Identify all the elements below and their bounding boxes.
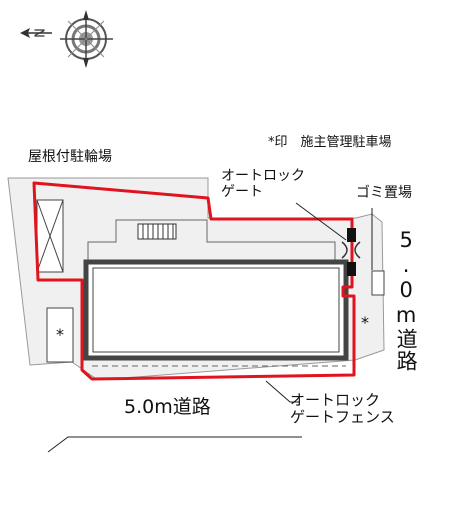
owner-parking-space-west	[46, 307, 74, 363]
auto-lock-gate-icon	[341, 228, 361, 276]
label-auto-lock-gate-fence: オートロック ゲートフェンス	[290, 391, 395, 427]
fence-leader-line	[265, 380, 300, 403]
north-arrow-icon	[20, 28, 52, 38]
label-road-south: 5.0m道路	[124, 396, 211, 418]
label-covered-bicycle-parking: 屋根付駐輪場	[28, 149, 112, 165]
compass-north-letter: N	[34, 28, 49, 38]
bicycle-parking-box	[36, 199, 64, 273]
label-garbage-area: ゴミ置場	[356, 185, 412, 201]
parking-mark-east: *	[361, 313, 369, 332]
legend-owner-parking: *印 施主管理駐車場	[268, 135, 392, 150]
label-road-east: 5.0m道路	[394, 228, 419, 372]
auto-lock-fence-boundary	[32, 181, 356, 381]
garbage-box	[371, 270, 385, 296]
label-auto-lock-gate: オートロック ゲート	[221, 168, 305, 201]
parking-mark-west: *	[56, 325, 64, 344]
road-edge-line	[47, 436, 302, 453]
stair-vent-icon	[137, 223, 177, 240]
building-inner-outline	[92, 267, 340, 353]
compass-rose-icon	[60, 10, 113, 68]
compass: N	[20, 10, 113, 68]
gate-leader-line	[295, 202, 347, 241]
building	[83, 259, 349, 361]
